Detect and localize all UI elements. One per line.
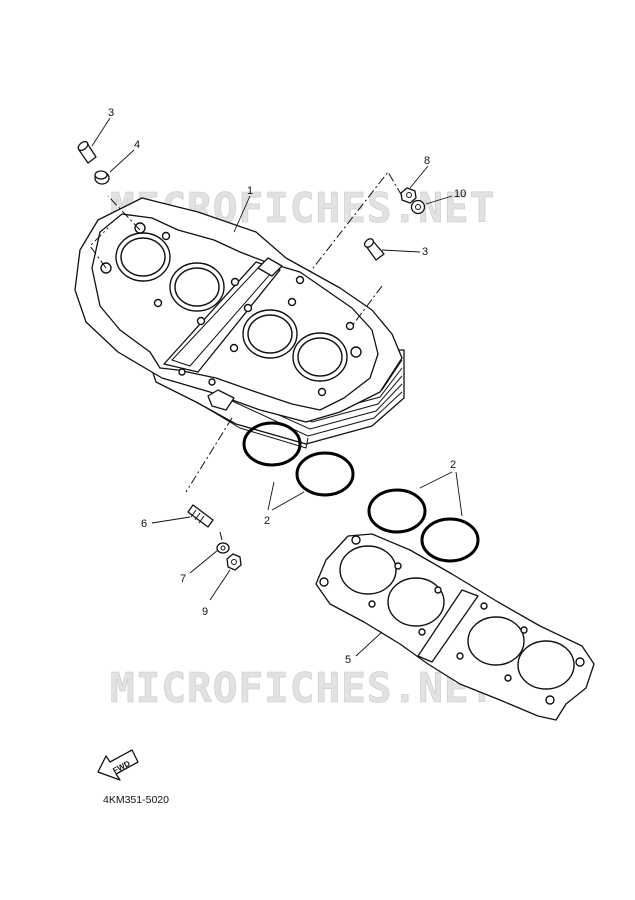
washer-part-10	[410, 199, 426, 215]
stud-bolt-part-6	[187, 504, 214, 528]
callout-3-left: 3	[108, 107, 114, 119]
cylinder-block	[74, 197, 405, 449]
callout-9: 9	[202, 606, 208, 618]
fwd-arrow-icon: FWD	[97, 749, 139, 781]
diagram-code: 4KM351-5020	[103, 794, 169, 806]
leader-lines	[91, 117, 463, 657]
callout-7: 7	[180, 573, 186, 585]
watermark-bottom: MICROFICHES.NET	[110, 664, 495, 712]
cam-chain-tunnel	[163, 261, 281, 373]
callout-2-left: 2	[264, 515, 270, 527]
callout-5: 5	[345, 654, 351, 666]
o-ring-2-a	[242, 421, 302, 467]
callout-4: 4	[134, 139, 140, 151]
callout-2-right: 2	[450, 459, 456, 471]
washer-part-7	[216, 542, 230, 554]
callout-6: 6	[141, 518, 147, 530]
o-ring-2-c	[367, 488, 427, 534]
callout-10: 10	[454, 188, 466, 200]
o-ring-2-d	[420, 517, 480, 563]
callout-8: 8	[424, 155, 430, 167]
base-gasket-part-5	[315, 533, 595, 721]
callout-1: 1	[247, 185, 253, 197]
o-ring-2-b	[295, 451, 355, 497]
nut-part-9	[226, 553, 242, 571]
dowel-pin-left	[77, 140, 97, 164]
o-ring-part-4	[94, 170, 110, 185]
nut-part-8	[400, 187, 417, 204]
callout-3-right: 3	[422, 246, 428, 258]
dowel-pin-right	[363, 238, 385, 261]
stud-holes	[100, 222, 362, 397]
